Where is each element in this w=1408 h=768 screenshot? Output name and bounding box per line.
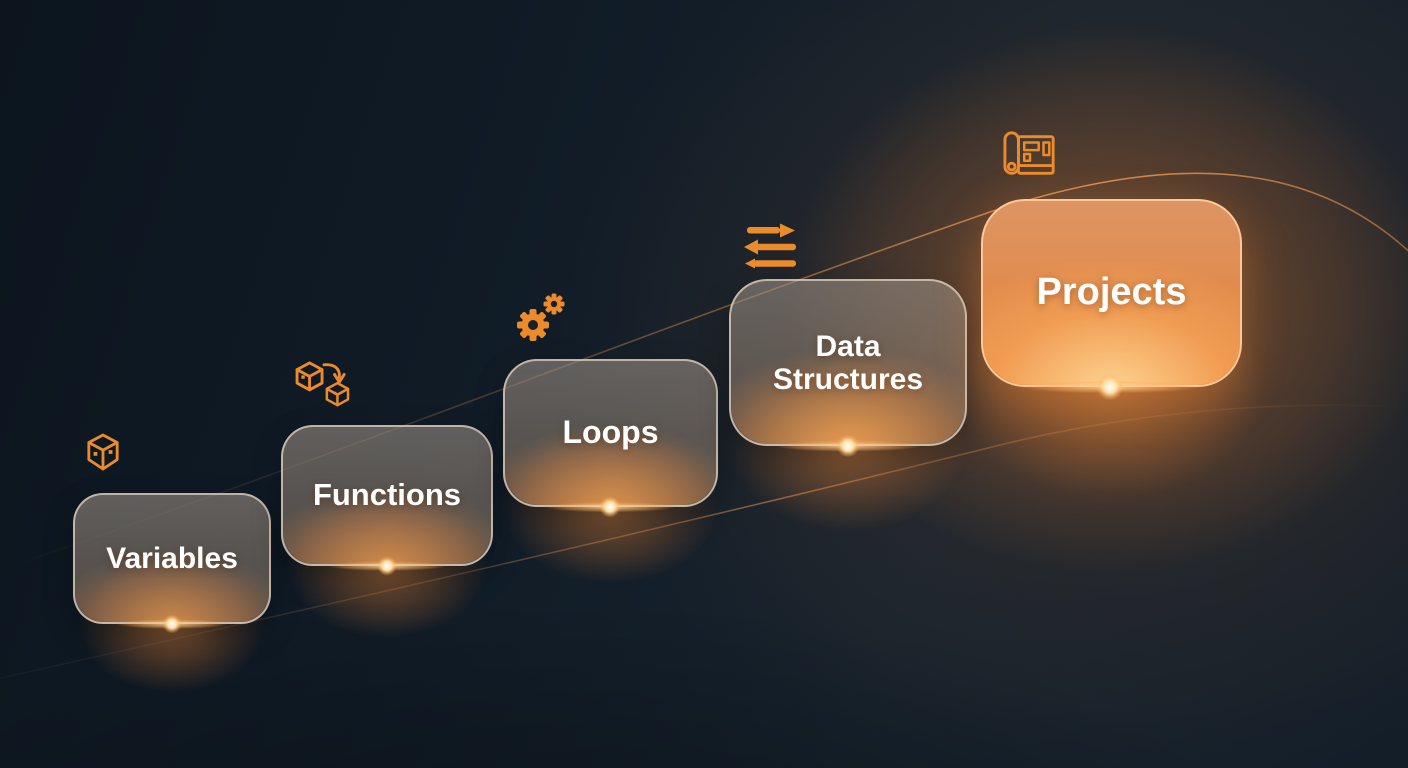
step-label: Data Structures	[772, 329, 924, 396]
step-label: Loops	[562, 414, 659, 451]
cube-icon	[86, 432, 120, 472]
step-label: Projects	[1036, 271, 1187, 314]
step-label: Variables	[106, 542, 238, 575]
cubes-arrow-icon	[294, 360, 352, 410]
step-label: Functions	[312, 477, 462, 513]
step-card-variables[interactable]: Variables	[73, 493, 271, 624]
blueprint-icon	[999, 128, 1061, 182]
data-arrows-icon	[742, 222, 798, 270]
step-card-projects[interactable]: Projects	[981, 199, 1242, 387]
step-card-functions[interactable]: Functions	[281, 425, 493, 566]
step-card-loops[interactable]: Loops	[503, 359, 718, 507]
step-card-data-structures[interactable]: Data Structures	[729, 279, 967, 446]
gears-icon	[516, 292, 568, 344]
